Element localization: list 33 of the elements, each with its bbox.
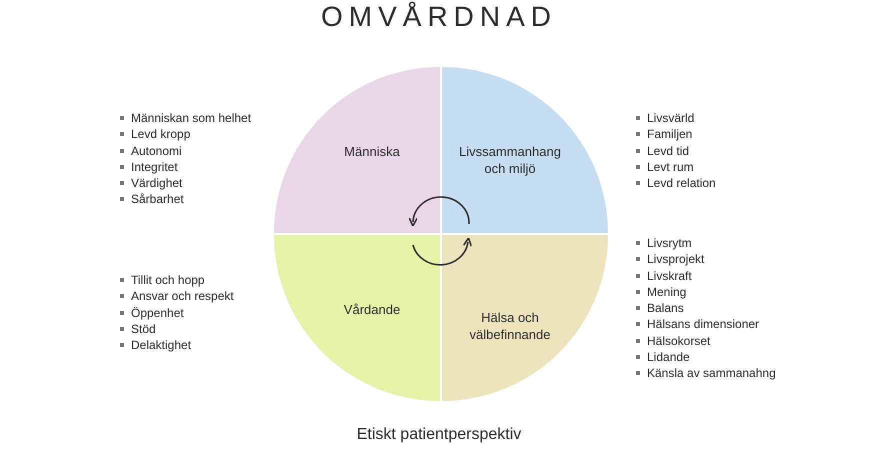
list-item-text: Livsvärld bbox=[647, 111, 694, 125]
list-item-text: Lidande bbox=[647, 350, 690, 364]
quadrant-label: Hälsa och välbefinnande bbox=[468, 309, 552, 343]
quadrant-label: Människa bbox=[343, 143, 401, 160]
list-item-text: Livsrytm bbox=[647, 236, 692, 250]
list-item-text: Delaktighet bbox=[131, 338, 192, 352]
list-item-text: Tillit och hopp bbox=[131, 273, 205, 287]
quadrant-label: Livssammanhang och miljö bbox=[458, 143, 562, 177]
cycle-arrow bbox=[412, 237, 472, 266]
list-item-text: Hälsans dimensioner bbox=[647, 317, 760, 332]
cycle-arrow bbox=[408, 196, 470, 227]
diagram-caption: Etiskt patientperspektiv bbox=[356, 426, 522, 444]
diagram-title: OMVÅRDNAD bbox=[320, 0, 558, 34]
quadrant-label: Vårdande bbox=[342, 301, 402, 318]
list-item-text: Mening bbox=[647, 284, 686, 299]
list-item-text: Levt rum bbox=[647, 160, 694, 174]
list-item-text: Balans bbox=[647, 301, 684, 316]
list-item-text: Värdighet bbox=[131, 176, 182, 190]
list-item-text: Autonomi bbox=[131, 144, 182, 158]
list-item-text: Livsprojekt bbox=[647, 252, 704, 266]
list-item-text: Hälsokorset bbox=[647, 334, 710, 348]
list-item-text: Livskraft bbox=[647, 268, 692, 283]
list-item-text: Känsla av sammanahng bbox=[647, 366, 776, 380]
list-item-text: Levd tid bbox=[647, 144, 690, 158]
list-item-text: Sårbarhet bbox=[131, 192, 184, 206]
list-item-text: Familjen bbox=[647, 127, 692, 142]
list-item-text: Öppenhet bbox=[131, 306, 184, 320]
list-item-text: Stöd bbox=[131, 322, 156, 336]
list-item-text: Levd relation bbox=[647, 176, 716, 190]
list-item-text: Integritet bbox=[131, 160, 178, 174]
list-item-text: Ansvar och respekt bbox=[131, 289, 234, 304]
list-item-text: Levd kropp bbox=[131, 127, 190, 142]
list-item-text: Människan som helhet bbox=[131, 111, 252, 125]
